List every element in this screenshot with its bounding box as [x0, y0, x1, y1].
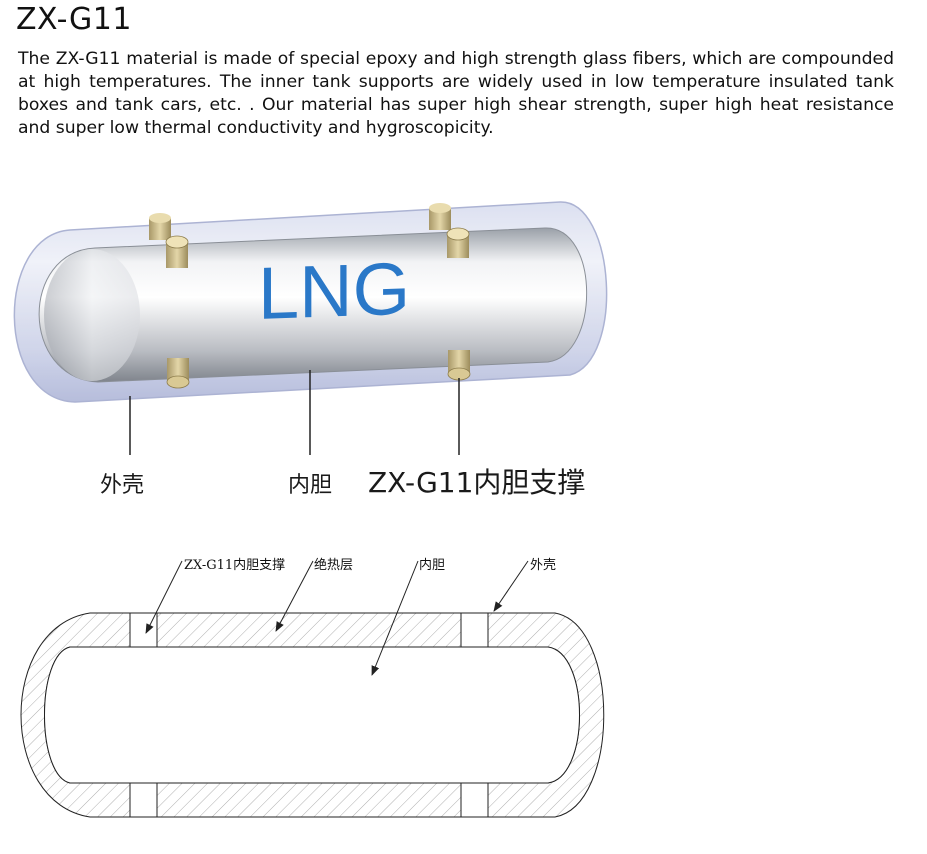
- support-top-left: [149, 213, 171, 240]
- callout-insulation: [275, 560, 314, 632]
- support-mid-right: [446, 227, 470, 258]
- description-paragraph: The ZX-G11 material is made of special e…: [18, 49, 894, 138]
- diagram-label-inner-tank: 内胆: [419, 557, 445, 573]
- support-block-bottom-right: [460, 782, 489, 818]
- callout-outer-shell: [493, 560, 529, 612]
- support-bottom-left: [166, 358, 190, 389]
- diagram-label-insulation: 绝热层: [314, 557, 353, 573]
- support-bottom-right: [447, 350, 471, 381]
- support-top-right: [429, 203, 451, 230]
- tank-lng-text: LNG: [258, 247, 410, 335]
- callout-inner-tank: [371, 560, 419, 676]
- lng-tank-illustration: LNG 外壳 内胆 ZX-G11内胆支撑: [13, 201, 608, 499]
- diagram-label-support: ZX-G11内胆支撑: [184, 557, 285, 573]
- inner-tank-outline: [44, 646, 580, 784]
- callout-support: [145, 560, 183, 634]
- support-block-top-right: [460, 612, 489, 648]
- label-outer-shell: 外壳: [100, 473, 144, 498]
- diagram-label-outer-shell: 外壳: [530, 558, 556, 573]
- support-block-bottom-left: [129, 782, 158, 818]
- page-title: ZX-G11: [16, 2, 132, 37]
- label-support: ZX-G11内胆支撑: [368, 466, 585, 499]
- tank-cross-section-diagram: ZX-G11内胆支撑 绝热层 内胆 外壳: [20, 557, 605, 818]
- label-inner-tank: 内胆: [288, 473, 332, 498]
- support-mid-left: [165, 235, 189, 268]
